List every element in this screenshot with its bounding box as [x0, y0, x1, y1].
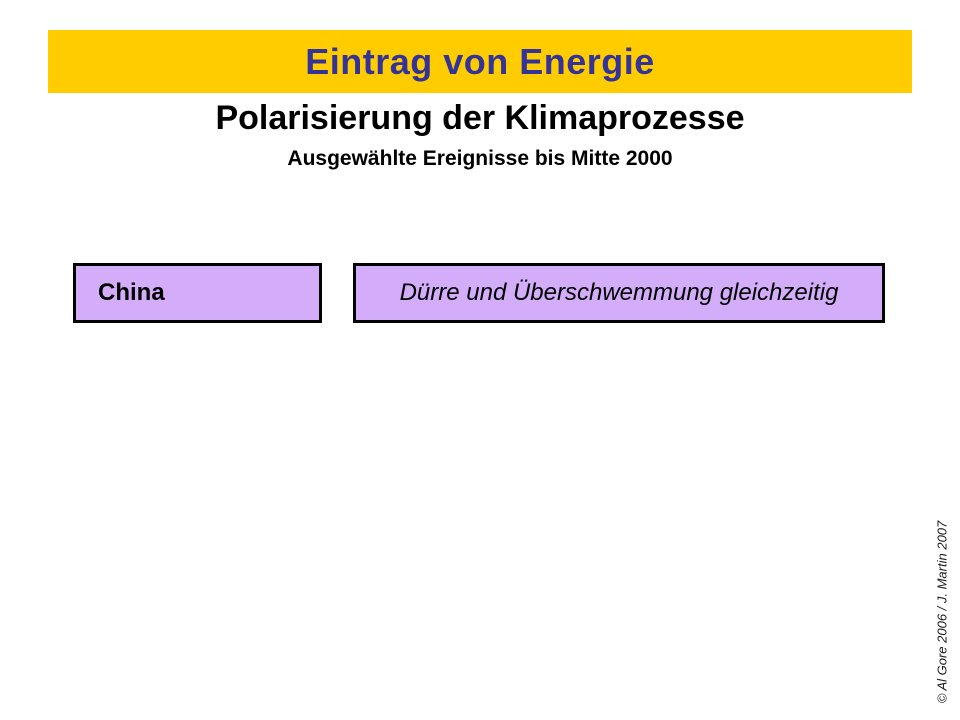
region-box-china: China [73, 263, 322, 323]
slide-subtitle: Ausgewählte Ereignisse bis Mitte 2000 [287, 147, 673, 170]
slide-banner: Eintrag von Energie [48, 30, 912, 93]
event-label: Dürre und Überschwemmung gleichzeitig [399, 279, 839, 306]
banner-title: Eintrag von Energie [305, 40, 655, 82]
region-label: China [98, 279, 165, 306]
event-box-drought-flood: Dürre und Überschwemmung gleichzeitig [353, 263, 885, 323]
copyright-credit: © Al Gore 2006 / J. Martin 2007 [934, 520, 950, 704]
slide-title: Polarisierung der Klimaprozesse [215, 99, 745, 137]
